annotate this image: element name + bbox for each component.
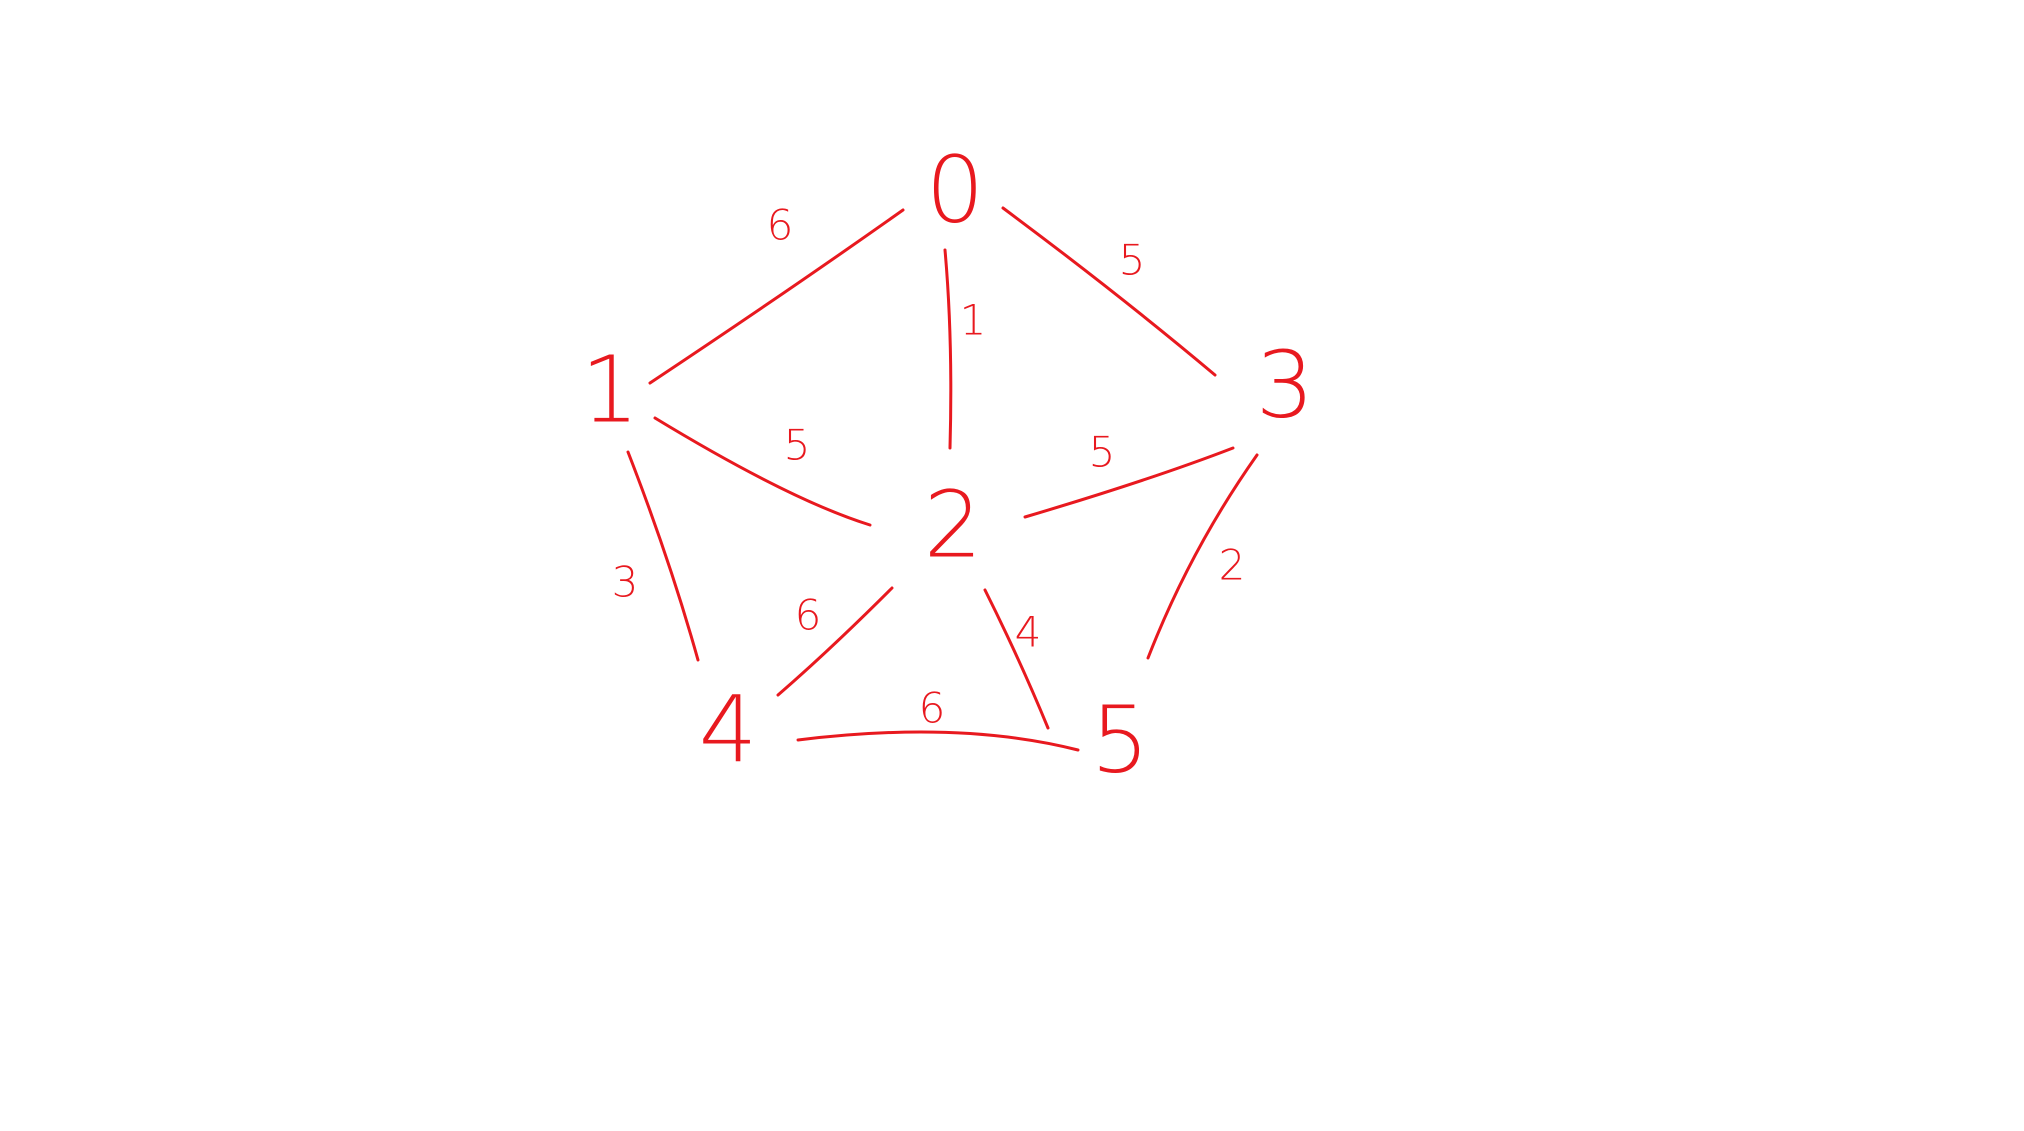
edge-4-5 — [796, 730, 1080, 752]
node-0: 0 — [926, 137, 985, 244]
edge-0-2 — [943, 248, 953, 450]
edge-weight-0-3: 5 — [1119, 236, 1146, 285]
edge-weight-0-1: 6 — [767, 201, 794, 250]
edge-weight-3-5: 2 — [1219, 541, 1246, 590]
edge-weight-0-2: 1 — [960, 296, 987, 345]
node-1: 1 — [581, 337, 640, 444]
edge-weight-4-5: 6 — [919, 684, 946, 733]
edge-1-2 — [653, 416, 872, 527]
edge-0-1 — [648, 208, 905, 385]
edge-weight-2-5: 4 — [1015, 608, 1042, 657]
edges-layer — [626, 206, 1259, 752]
edge-2-4 — [776, 586, 894, 697]
edge-1-4 — [626, 450, 700, 662]
edge-weight-1-2: 5 — [784, 421, 811, 470]
edge-weight-2-4: 6 — [795, 591, 822, 640]
edge-0-3 — [1001, 206, 1217, 377]
edge-weight-2-3: 5 — [1089, 428, 1116, 477]
node-5: 5 — [1091, 687, 1150, 794]
node-4: 4 — [699, 677, 758, 784]
node-2: 2 — [924, 472, 983, 579]
edge-2-3 — [1023, 446, 1235, 519]
node-3: 3 — [1256, 332, 1315, 439]
edge-weight-1-4: 3 — [612, 558, 639, 607]
edge-3-5 — [1146, 453, 1259, 660]
edge-2-5 — [983, 588, 1050, 730]
